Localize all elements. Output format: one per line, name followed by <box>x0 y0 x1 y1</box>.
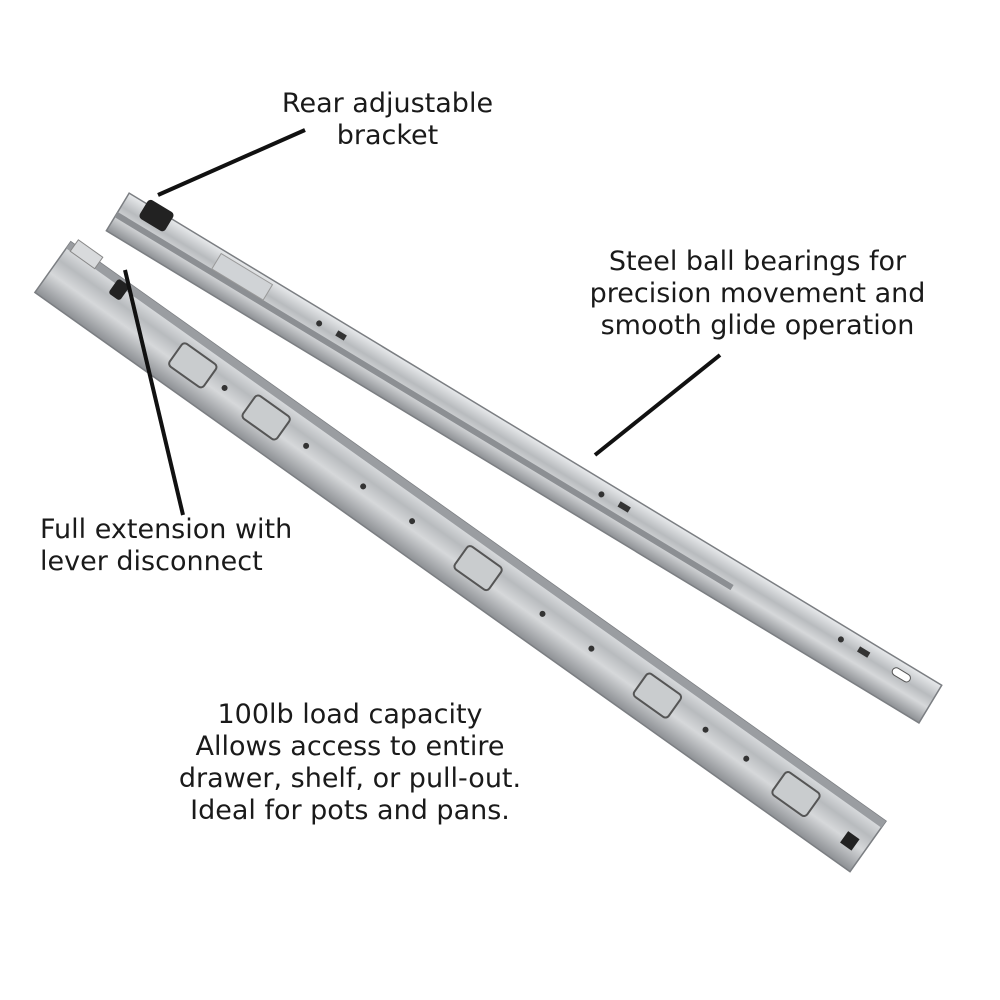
callout-load-capacity: 100lb load capacity Allows access to ent… <box>130 699 570 827</box>
callout-line: Ideal for pots and pans. <box>190 795 510 826</box>
callout-full-extension: Full extension with lever disconnect <box>40 514 292 578</box>
callout-line: drawer, shelf, or pull-out. <box>178 763 522 794</box>
callout-ball-bearings: Steel ball bearings for precision moveme… <box>540 246 975 342</box>
callout-line: lever disconnect <box>40 546 263 577</box>
callout-line: precision movement and <box>589 278 926 309</box>
rear-slide-rail <box>105 192 943 724</box>
leader-line-ball-bearings <box>593 353 722 457</box>
callout-line: Rear adjustable <box>281 88 494 119</box>
rear-bracket <box>139 199 174 232</box>
callout-line: 100lb load capacity <box>217 699 483 730</box>
callout-line: Steel ball bearings for <box>608 246 907 277</box>
leader-line-full-extension <box>123 269 185 516</box>
callout-rear-bracket: Rear adjustable bracket <box>230 88 545 152</box>
disconnect-lever <box>109 279 129 300</box>
callout-line: bracket <box>336 120 439 151</box>
front-slide-rail <box>33 239 887 873</box>
callout-line: Allows access to entire <box>195 731 505 762</box>
leader-line-rear-bracket <box>157 128 306 197</box>
callout-line: Full extension with <box>40 514 293 545</box>
callout-line: smooth glide operation <box>600 310 915 341</box>
